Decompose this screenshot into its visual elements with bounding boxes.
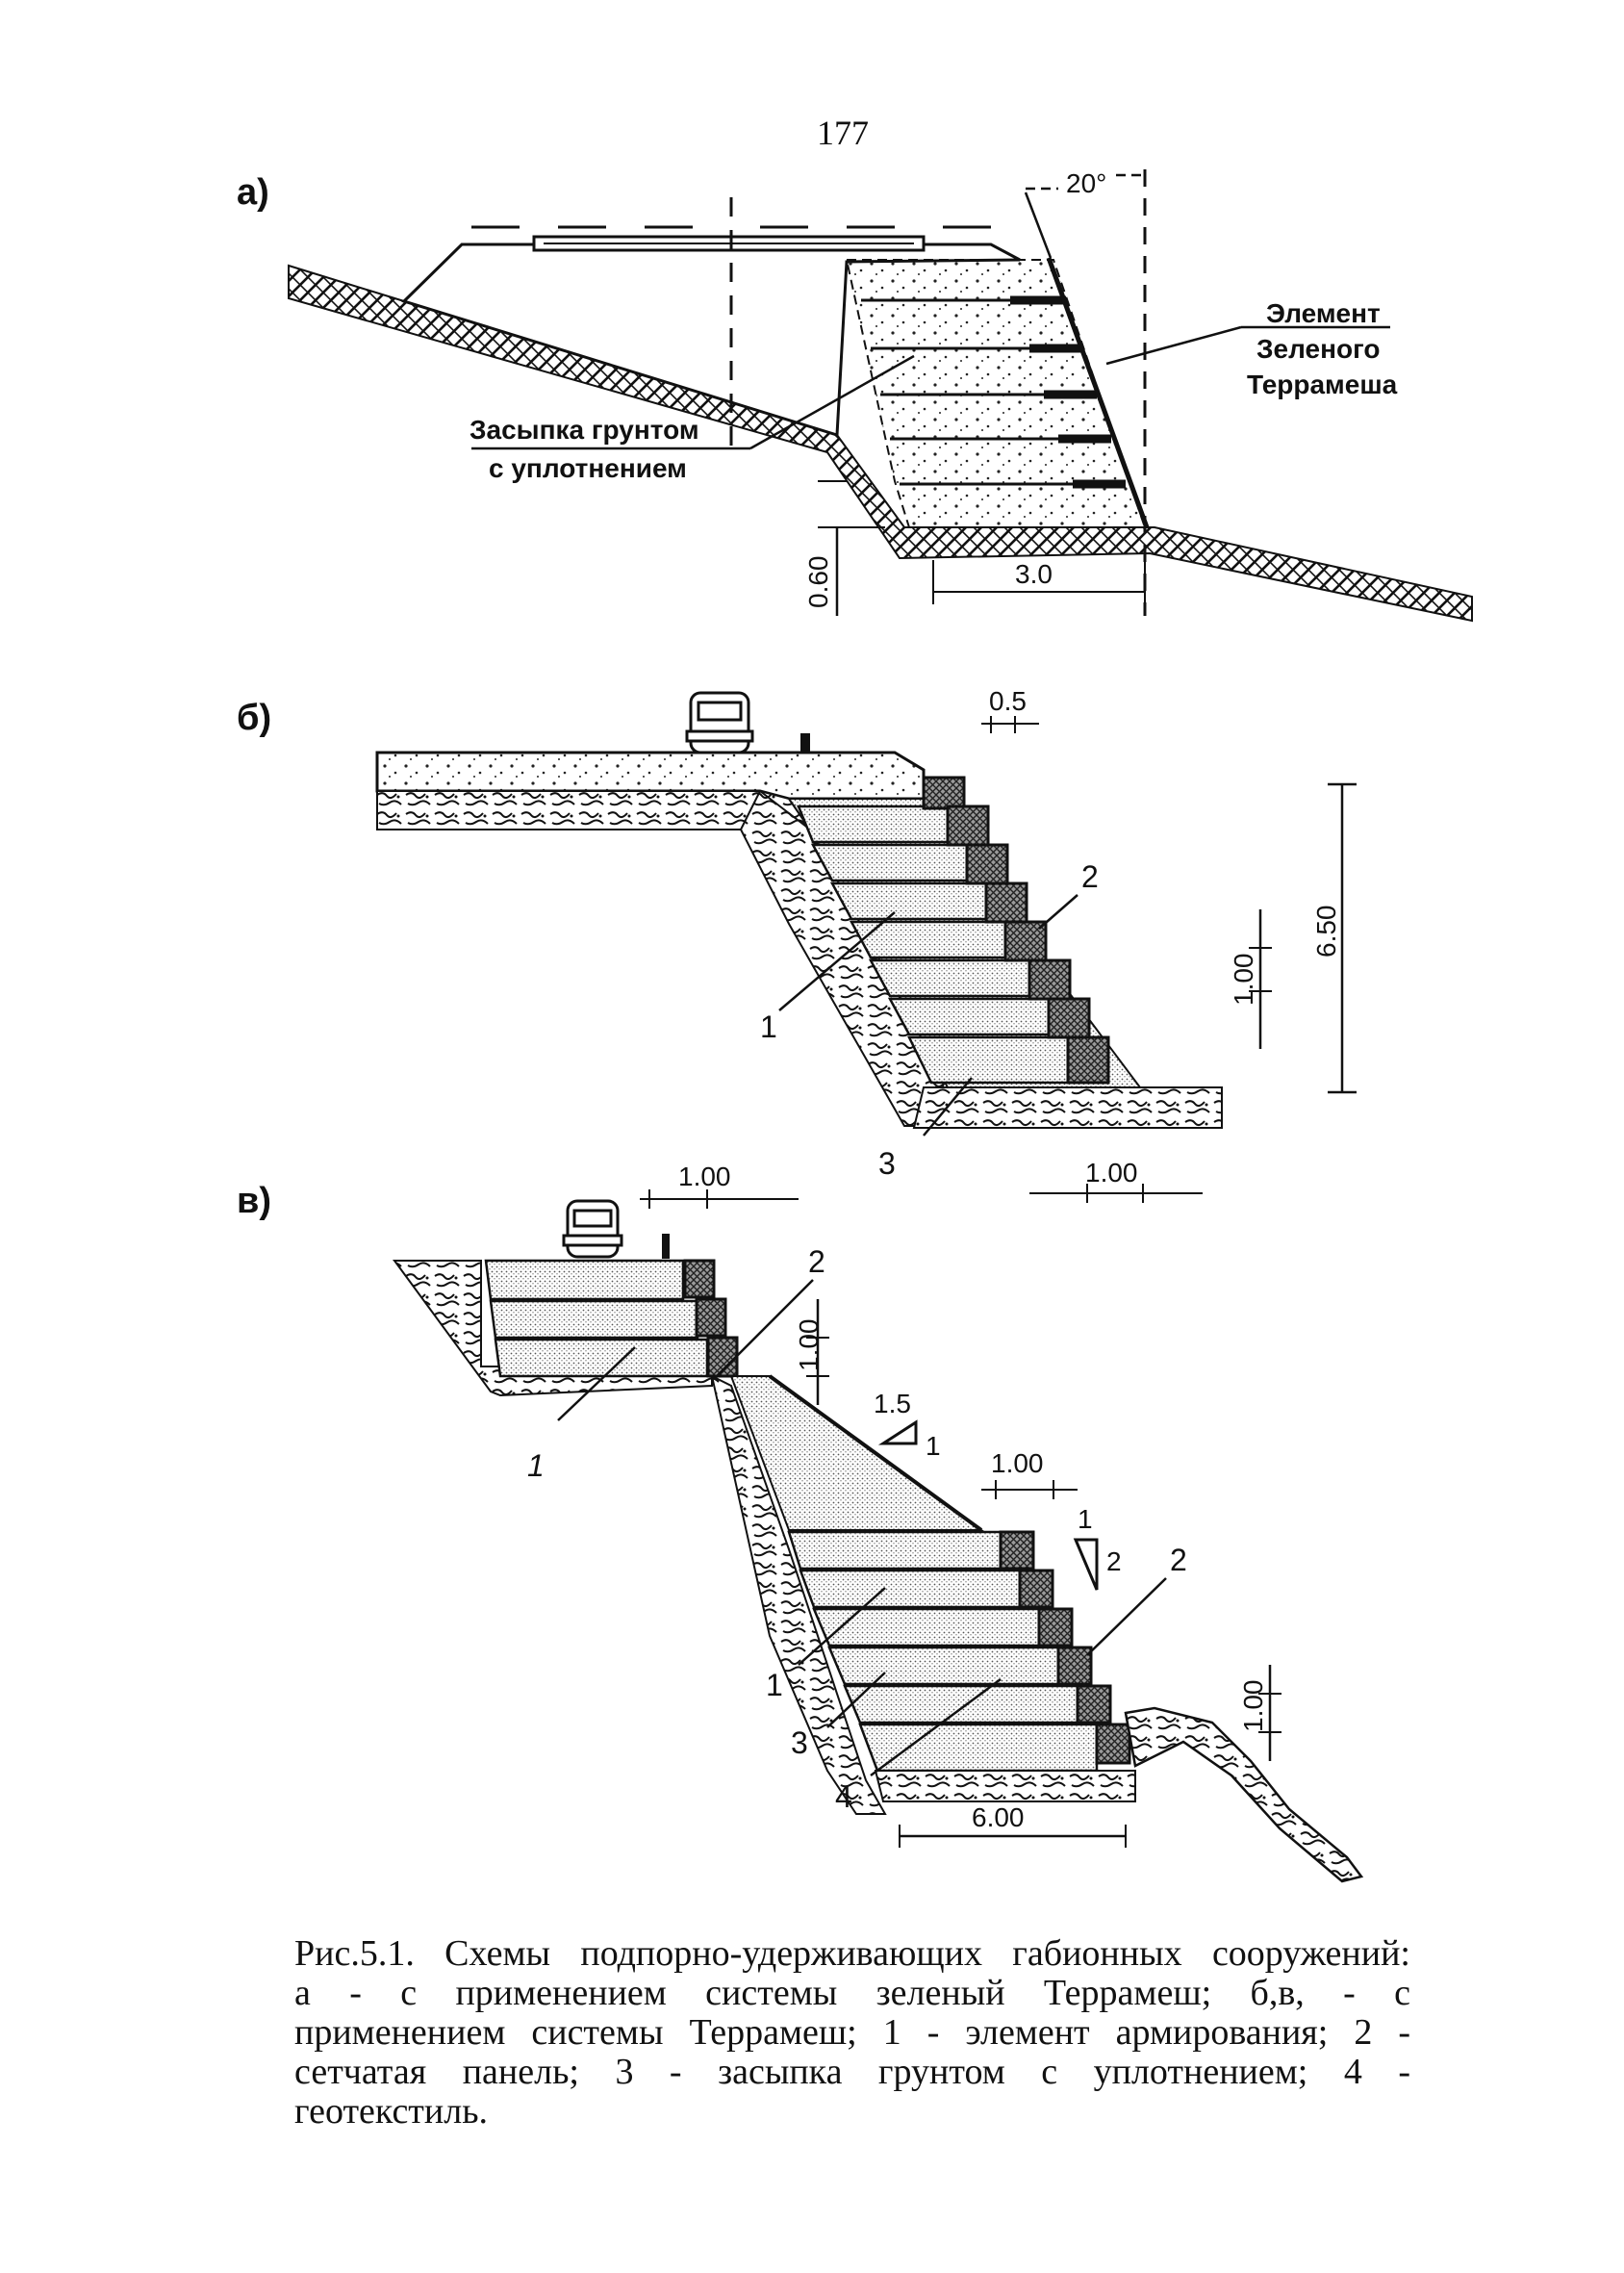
callout-1-v: 1	[766, 1668, 783, 1702]
element-label-line1: Элемент	[1266, 298, 1381, 328]
element-label-line2: Зеленого	[1256, 334, 1381, 364]
dim-mid-v: 1.00	[991, 1448, 1044, 1478]
figure-caption: Рис.5.1. Схемы подпорно-удерживающих габ…	[294, 1934, 1410, 2132]
middle-rubble-v	[710, 1374, 887, 1815]
dim-step-upper-v: 1.00	[794, 1319, 824, 1372]
dim-step-lower-v: 1.00	[1238, 1680, 1268, 1733]
dim-height-a: 0.60	[803, 556, 833, 609]
angle-label-a: 20°	[1066, 168, 1106, 198]
caption-line-1: Рис.5.1. Схемы подпорно-удерживающих габ…	[294, 1933, 1410, 1974]
railing-post-b	[800, 733, 810, 753]
panel-a: а) 20°	[237, 168, 1473, 623]
base-rubble-b	[912, 1086, 1223, 1129]
page-number: 177	[817, 114, 869, 152]
callout-1-upper-v: 1	[527, 1448, 545, 1483]
panel-a-label: а)	[237, 172, 269, 213]
callout-2-upper-v: 2	[808, 1244, 825, 1279]
element-label-line3: Террамеша	[1247, 370, 1398, 399]
dim-top-b: 0.5	[989, 686, 1027, 716]
panel-v-label: в)	[237, 1181, 271, 1221]
reinforcement-elements-b	[797, 804, 1070, 1085]
callout-3-v: 3	[791, 1725, 808, 1760]
panel-b: б)	[237, 686, 1357, 1181]
upper-reinforcement-v	[484, 1259, 709, 1378]
panel-b-label: б)	[237, 698, 271, 738]
dim-top-right-v: 1.00	[1085, 1158, 1138, 1188]
backfill-label-line2: с уплотнением	[489, 453, 687, 483]
panel-v: в)	[237, 1158, 1364, 1883]
dim-total-b: 6.50	[1311, 906, 1341, 958]
green-face-a	[1046, 257, 1150, 528]
dim-base-v: 6.00	[972, 1802, 1025, 1832]
slope-upper-a-v: 1.5	[874, 1389, 911, 1418]
callout-2-b: 2	[1081, 859, 1099, 894]
caption-line-3: применением системы Террамеш; 1 - элемен…	[294, 2012, 1410, 2053]
caption-line-5: геотекстиль.	[294, 2091, 489, 2132]
callout-3-b: 3	[878, 1146, 896, 1181]
callout-2-v: 2	[1170, 1543, 1187, 1577]
callout-1-b: 1	[760, 1009, 777, 1044]
dim-step-b: 1.00	[1229, 954, 1258, 1007]
lower-reinforcement-v	[787, 1530, 1099, 1773]
downslope-v	[1124, 1706, 1364, 1883]
mesh-panels-b	[922, 776, 1110, 1085]
caption-line-2: а - с применением системы зеленый Террам…	[294, 1973, 1410, 2013]
callout-4-v: 4	[835, 1779, 852, 1814]
dim-top-left-v: 1.00	[678, 1162, 731, 1191]
slope-lower-b-v: 2	[1106, 1546, 1122, 1576]
lower-mesh-v	[999, 1530, 1131, 1765]
lower-base-v	[874, 1770, 1136, 1802]
vehicle-icon-b	[685, 691, 754, 754]
slope-lower-a-v: 1	[1078, 1504, 1093, 1534]
caption-line-4: сетчатая панель; 3 - засыпка грунтом с у…	[294, 2052, 1410, 2092]
slope-upper-b-v: 1	[926, 1431, 941, 1461]
dim-width-a: 3.0	[1015, 559, 1053, 589]
vehicle-icon-v	[562, 1199, 623, 1259]
backfill-label-line1: Засыпка грунтом	[469, 415, 699, 445]
